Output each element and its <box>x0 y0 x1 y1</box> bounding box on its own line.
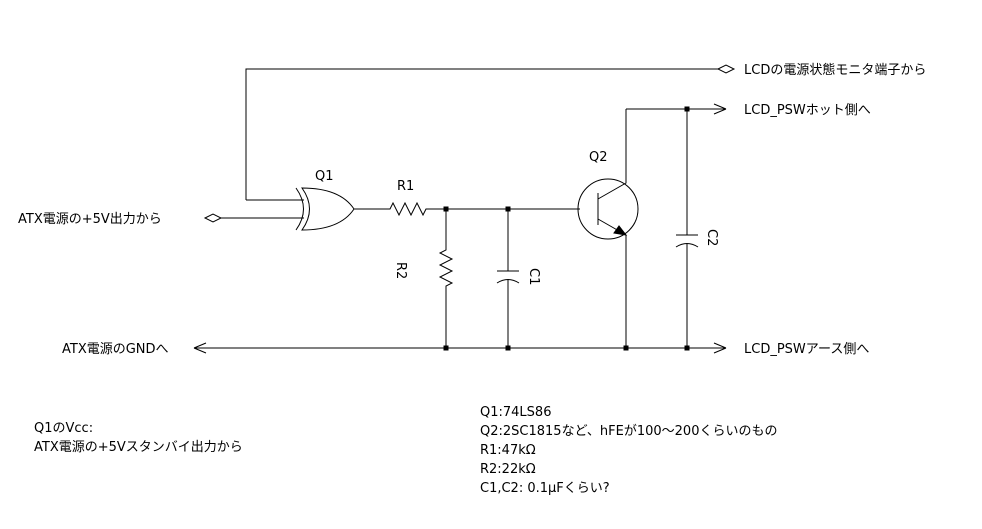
psw-hot-label: LCD_PSWホット側へ <box>744 103 871 118</box>
junction-dot <box>505 345 511 351</box>
c2-label: C2 <box>704 229 719 246</box>
junction-dot <box>443 206 449 212</box>
parts-list-item: C1,C2: 0.1μFくらい? <box>480 481 610 496</box>
r2-label: R2 <box>393 262 408 279</box>
transistor-q2-body <box>577 178 639 240</box>
parts-list-item: R2:22kΩ <box>480 462 536 477</box>
arrow-gnd-left <box>193 342 207 354</box>
junction-dot <box>684 106 690 112</box>
wire-monitor-feedback <box>245 68 718 200</box>
xor-gate-q1-extra-arc <box>295 187 304 231</box>
q2-label: Q2 <box>589 150 608 165</box>
junction-dot <box>684 345 690 351</box>
junction-dot <box>505 206 511 212</box>
q1-label: Q1 <box>315 169 334 184</box>
parts-list-item: Q1:74LS86 <box>480 405 552 420</box>
capacitor-c2-plate-bottom <box>675 243 699 248</box>
vcc-note-line: Q1のVcc: <box>34 421 94 436</box>
atx-gnd-label: ATX電源のGNDへ <box>62 342 169 357</box>
transistor-q2-collector-lead <box>597 109 627 200</box>
monitor-in-label: LCDの電源状態モニタ端子から <box>744 62 926 78</box>
arrow-psw-hot <box>713 103 727 115</box>
capacitor-c1-plate-bottom <box>496 279 520 284</box>
atx-5v-label: ATX電源の+5V出力から <box>18 212 162 227</box>
psw-earth-label: LCD_PSWアース側へ <box>744 342 869 357</box>
monitor-input-terminal <box>716 64 736 74</box>
vcc-note-line: ATX電源の+5Vスタンバイ出力から <box>34 440 243 455</box>
parts-list: Q1:74LS86 Q2:2SC1815など、hFEが100〜200くらいのもの… <box>480 403 777 498</box>
junction-dot <box>623 345 629 351</box>
resistor-r2 <box>438 209 454 348</box>
resistor-r1 <box>386 201 446 217</box>
arrow-psw-earth <box>713 342 727 354</box>
atx-5v-input-terminal <box>203 213 223 223</box>
parts-list-item: R1:47kΩ <box>480 443 536 458</box>
c1-label: C1 <box>526 268 541 285</box>
parts-list-item: Q2:2SC1815など、hFEが100〜200くらいのもの <box>480 424 778 439</box>
junction-dot <box>443 345 449 351</box>
xor-gate-q1 <box>301 187 355 231</box>
transistor-q2-emitter-arrow <box>613 225 628 236</box>
vcc-note: Q1のVcc: ATX電源の+5Vスタンバイ出力から <box>34 419 243 457</box>
r1-label: R1 <box>397 179 414 194</box>
